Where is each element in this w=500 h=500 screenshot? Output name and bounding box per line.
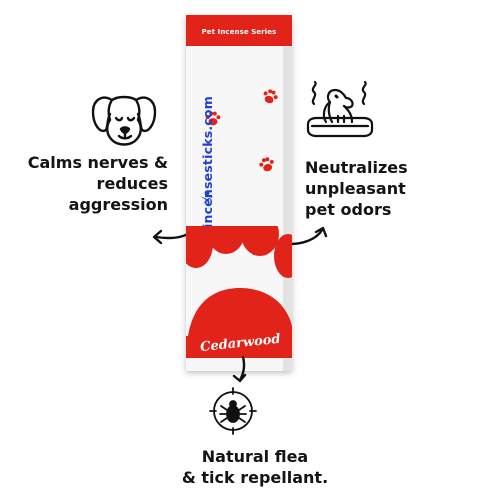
benefit-calm-text: Calms nerves & reduces aggression xyxy=(20,152,168,215)
benefit-odor-text: Neutralizes unpleasant pet odors xyxy=(305,157,435,220)
curved-arrow-down-icon xyxy=(232,355,247,383)
dog-face-icon xyxy=(91,95,157,146)
benefit-odor-line-3: pet odors xyxy=(305,200,392,219)
scent-banner xyxy=(186,330,292,358)
curved-arrow-right-icon xyxy=(288,226,328,246)
tick-target-icon xyxy=(209,387,257,435)
box-top-band: Pet Incense Series xyxy=(186,15,292,46)
benefit-tick-line-2: & tick repellant. xyxy=(181,468,329,487)
paw-print-icon xyxy=(205,111,221,126)
brand-name: incensesticks.com xyxy=(200,96,215,228)
series-label: Pet Incense Series xyxy=(201,28,277,36)
paw-print-icon xyxy=(263,89,278,104)
benefit-odor-line-2: unpleasant xyxy=(305,179,406,198)
smelly-dog-bed-icon xyxy=(306,80,374,138)
brand-logo-icon xyxy=(200,190,214,204)
paw-print-icon xyxy=(259,157,274,172)
benefit-tick-text: Natural flea & tick repellant. xyxy=(180,446,330,488)
large-paw-print xyxy=(186,226,292,346)
benefit-calm-line-1: Calms nerves & xyxy=(27,153,168,172)
benefit-tick-line-1: Natural flea xyxy=(201,447,309,466)
benefit-odor-line-1: Neutralizes xyxy=(305,158,408,177)
benefit-calm-line-2: reduces xyxy=(96,174,168,193)
box-side-panel xyxy=(283,15,292,371)
benefit-calm-line-3: aggression xyxy=(68,195,168,214)
